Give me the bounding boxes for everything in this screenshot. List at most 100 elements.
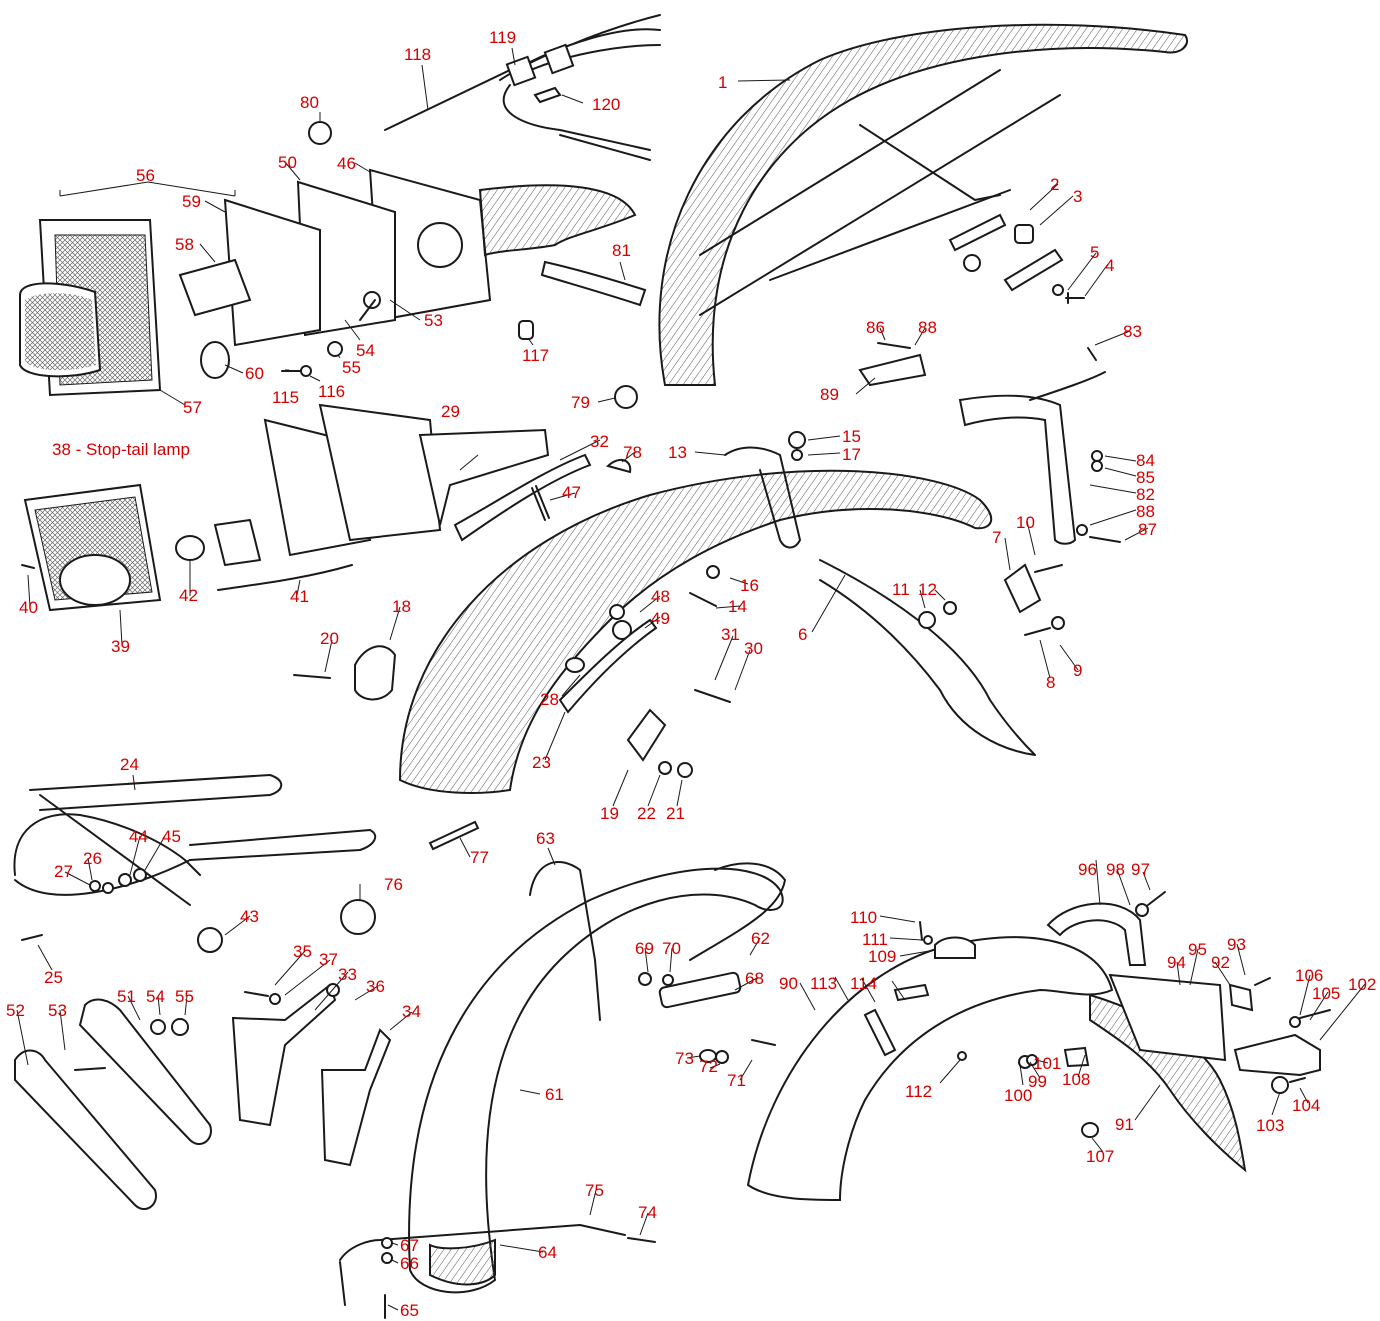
callout-25: 25 <box>44 968 63 987</box>
callout-56: 56 <box>136 166 155 185</box>
callout-8: 8 <box>1046 673 1055 692</box>
callout-13: 13 <box>668 443 687 462</box>
callout-42: 42 <box>179 586 198 605</box>
callout-114: 114 <box>850 974 877 993</box>
callout-33: 33 <box>338 965 357 984</box>
bracket-89 <box>858 353 927 387</box>
bolt-86 <box>877 342 911 349</box>
callout-95: 95 <box>1188 940 1207 959</box>
callout-84: 84 <box>1136 451 1155 470</box>
grommet-79 <box>614 385 638 409</box>
callout-64: 64 <box>538 1243 557 1262</box>
callout-20: 20 <box>320 629 339 648</box>
callout-88a: 88 <box>918 318 937 337</box>
callout-43: 43 <box>240 907 259 926</box>
rear-mudguard <box>293 431 1065 794</box>
mounting-plates <box>14 998 212 1210</box>
callout-116: 116 <box>318 382 345 401</box>
clip-77 <box>428 820 480 851</box>
callout-41: 41 <box>290 587 309 606</box>
callout-78: 78 <box>623 443 642 462</box>
callout-94: 94 <box>1167 953 1186 972</box>
callout-98: 98 <box>1106 860 1125 879</box>
callout-107: 107 <box>1086 1147 1114 1166</box>
callout-72: 72 <box>699 1057 718 1076</box>
callout-71: 71 <box>727 1071 746 1090</box>
callout-111: 111 <box>862 930 888 949</box>
reflector-43 <box>197 927 223 953</box>
callout-39: 39 <box>111 637 130 656</box>
callout-7: 7 <box>992 528 1001 547</box>
callout-89: 89 <box>820 385 839 404</box>
callout-63: 63 <box>536 829 555 848</box>
callout-55b: 55 <box>175 987 194 1006</box>
callout-31: 31 <box>721 625 740 644</box>
trim-strip-81 <box>540 260 647 307</box>
callout-54a: 54 <box>356 341 375 360</box>
callout-30: 30 <box>744 639 763 658</box>
wiring-harness <box>384 14 661 161</box>
callout-69: 69 <box>635 939 654 958</box>
callout-15: 15 <box>842 427 861 446</box>
callout-2: 2 <box>1050 175 1059 194</box>
callout-58: 58 <box>175 235 194 254</box>
callout-49: 49 <box>651 609 670 628</box>
callout-119: 119 <box>489 28 516 47</box>
callout-100: 100 <box>1004 1086 1032 1105</box>
callout-86: 86 <box>866 318 885 337</box>
callout-10: 10 <box>1016 513 1035 532</box>
stop-tail-lamp <box>21 403 632 612</box>
callout-70: 70 <box>662 939 681 958</box>
callout-91: 91 <box>1115 1115 1134 1134</box>
callout-53a: 53 <box>424 311 443 330</box>
callout-97: 97 <box>1131 860 1150 879</box>
callout-17: 17 <box>842 445 861 464</box>
callout-65: 65 <box>400 1301 419 1320</box>
callout-74: 74 <box>638 1203 657 1222</box>
callout-19: 19 <box>600 804 619 823</box>
callout-34: 34 <box>402 1002 421 1021</box>
callout-48: 48 <box>651 587 670 606</box>
callout-57: 57 <box>183 398 202 417</box>
callout-47: 47 <box>562 483 581 502</box>
callout-46: 46 <box>337 154 356 173</box>
callout-23: 23 <box>532 753 551 772</box>
callout-85: 85 <box>1136 468 1155 487</box>
callout-52: 52 <box>6 1001 25 1020</box>
callout-59: 59 <box>182 192 201 211</box>
callout-115: 115 <box>272 388 299 407</box>
callout-103: 103 <box>1256 1116 1284 1135</box>
callout-32: 32 <box>590 432 609 451</box>
callout-118: 118 <box>404 45 431 64</box>
callout-55a: 55 <box>342 358 361 377</box>
callout-104: 104 <box>1292 1096 1320 1115</box>
callout-28: 28 <box>540 690 559 709</box>
callout-1: 1 <box>718 73 727 92</box>
rear-mudguard-3 <box>746 891 1331 1202</box>
callout-5: 5 <box>1090 243 1099 262</box>
callout-53b: 53 <box>48 1001 67 1020</box>
callout-106: 106 <box>1295 966 1323 985</box>
callout-96: 96 <box>1078 860 1097 879</box>
callout-27: 27 <box>54 862 73 881</box>
callout-14: 14 <box>728 597 747 616</box>
callout-113: 113 <box>810 974 837 993</box>
spacer-117 <box>518 320 534 340</box>
callout-62: 62 <box>751 929 770 948</box>
callout-102: 102 <box>1348 975 1376 994</box>
part-drawings <box>13 14 1331 1319</box>
callout-99: 99 <box>1028 1072 1047 1091</box>
callout-80: 80 <box>300 93 319 112</box>
callout-66: 66 <box>400 1254 419 1273</box>
callout-108: 108 <box>1062 1070 1090 1089</box>
front-stay-clamps <box>948 213 1085 304</box>
badge-76 <box>340 899 376 935</box>
callout-117: 117 <box>522 346 549 365</box>
callout-36: 36 <box>366 977 385 996</box>
callout-76: 76 <box>384 875 403 894</box>
callout-3: 3 <box>1073 187 1082 206</box>
callout-26: 26 <box>83 849 102 868</box>
callout-44: 44 <box>129 827 148 846</box>
leader-lines <box>16 47 1366 1311</box>
